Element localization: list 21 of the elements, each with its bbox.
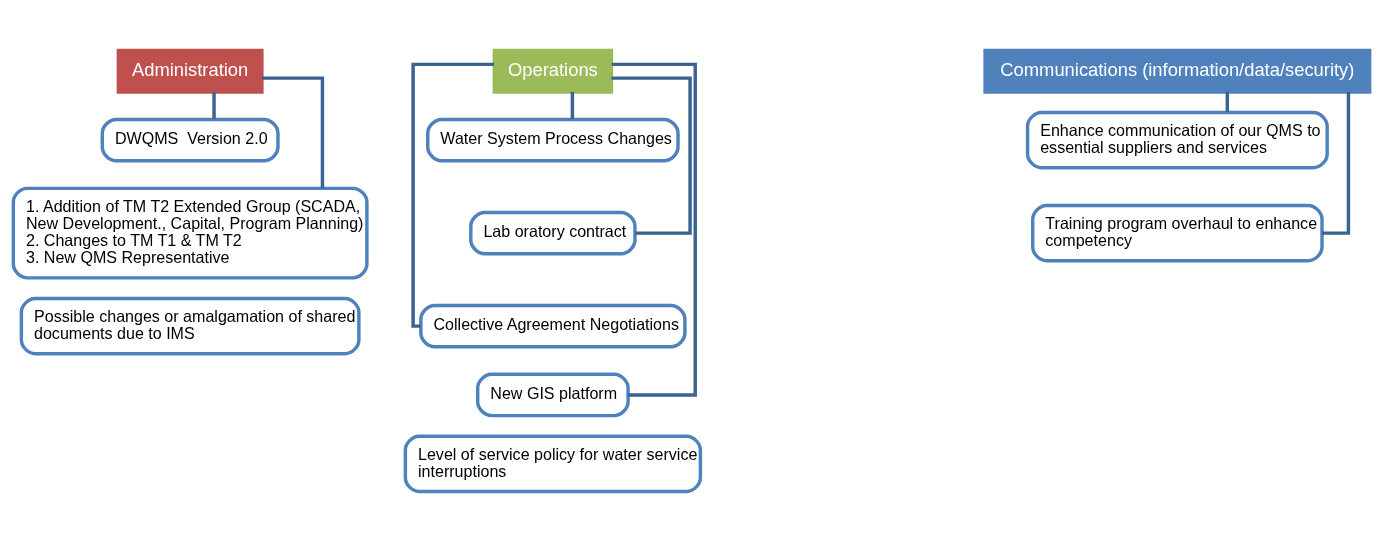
node-box: Possible changes or amalgamation of shared documents due to IMS	[19, 296, 361, 355]
node-box: Level of service policy for water service interruptions	[403, 434, 703, 493]
node-box: Operations	[492, 48, 614, 94]
connector	[1322, 91, 1351, 235]
node-box: Administration	[116, 48, 264, 94]
connector	[262, 75, 325, 188]
connector	[411, 62, 494, 328]
node-box: Communications (information/data/security)	[983, 48, 1372, 94]
connector	[212, 91, 216, 119]
node-box: 1. Addition of TM T2 Extended Group (SCADA, New Development., Capital, Program Planning) 2. Changes to TM T1 & TM T2 3. New QMS Representative	[11, 186, 369, 280]
connector	[611, 62, 697, 397]
connector	[611, 75, 692, 235]
node-box: Lab oratory contract	[469, 210, 637, 255]
node-box: Enhance communication of our QMS to essential suppliers and services	[1025, 110, 1329, 169]
node-box: New GIS platform	[475, 372, 630, 417]
node-box: Training program overhaul to enhance competency	[1031, 203, 1324, 262]
connector	[1225, 91, 1230, 112]
connector	[570, 91, 575, 119]
node-box: Collective Agreement Negotiations	[419, 303, 687, 348]
node-box: Water System Process Changes	[426, 117, 680, 162]
node-box: DWQMS Version 2.0	[100, 117, 280, 162]
